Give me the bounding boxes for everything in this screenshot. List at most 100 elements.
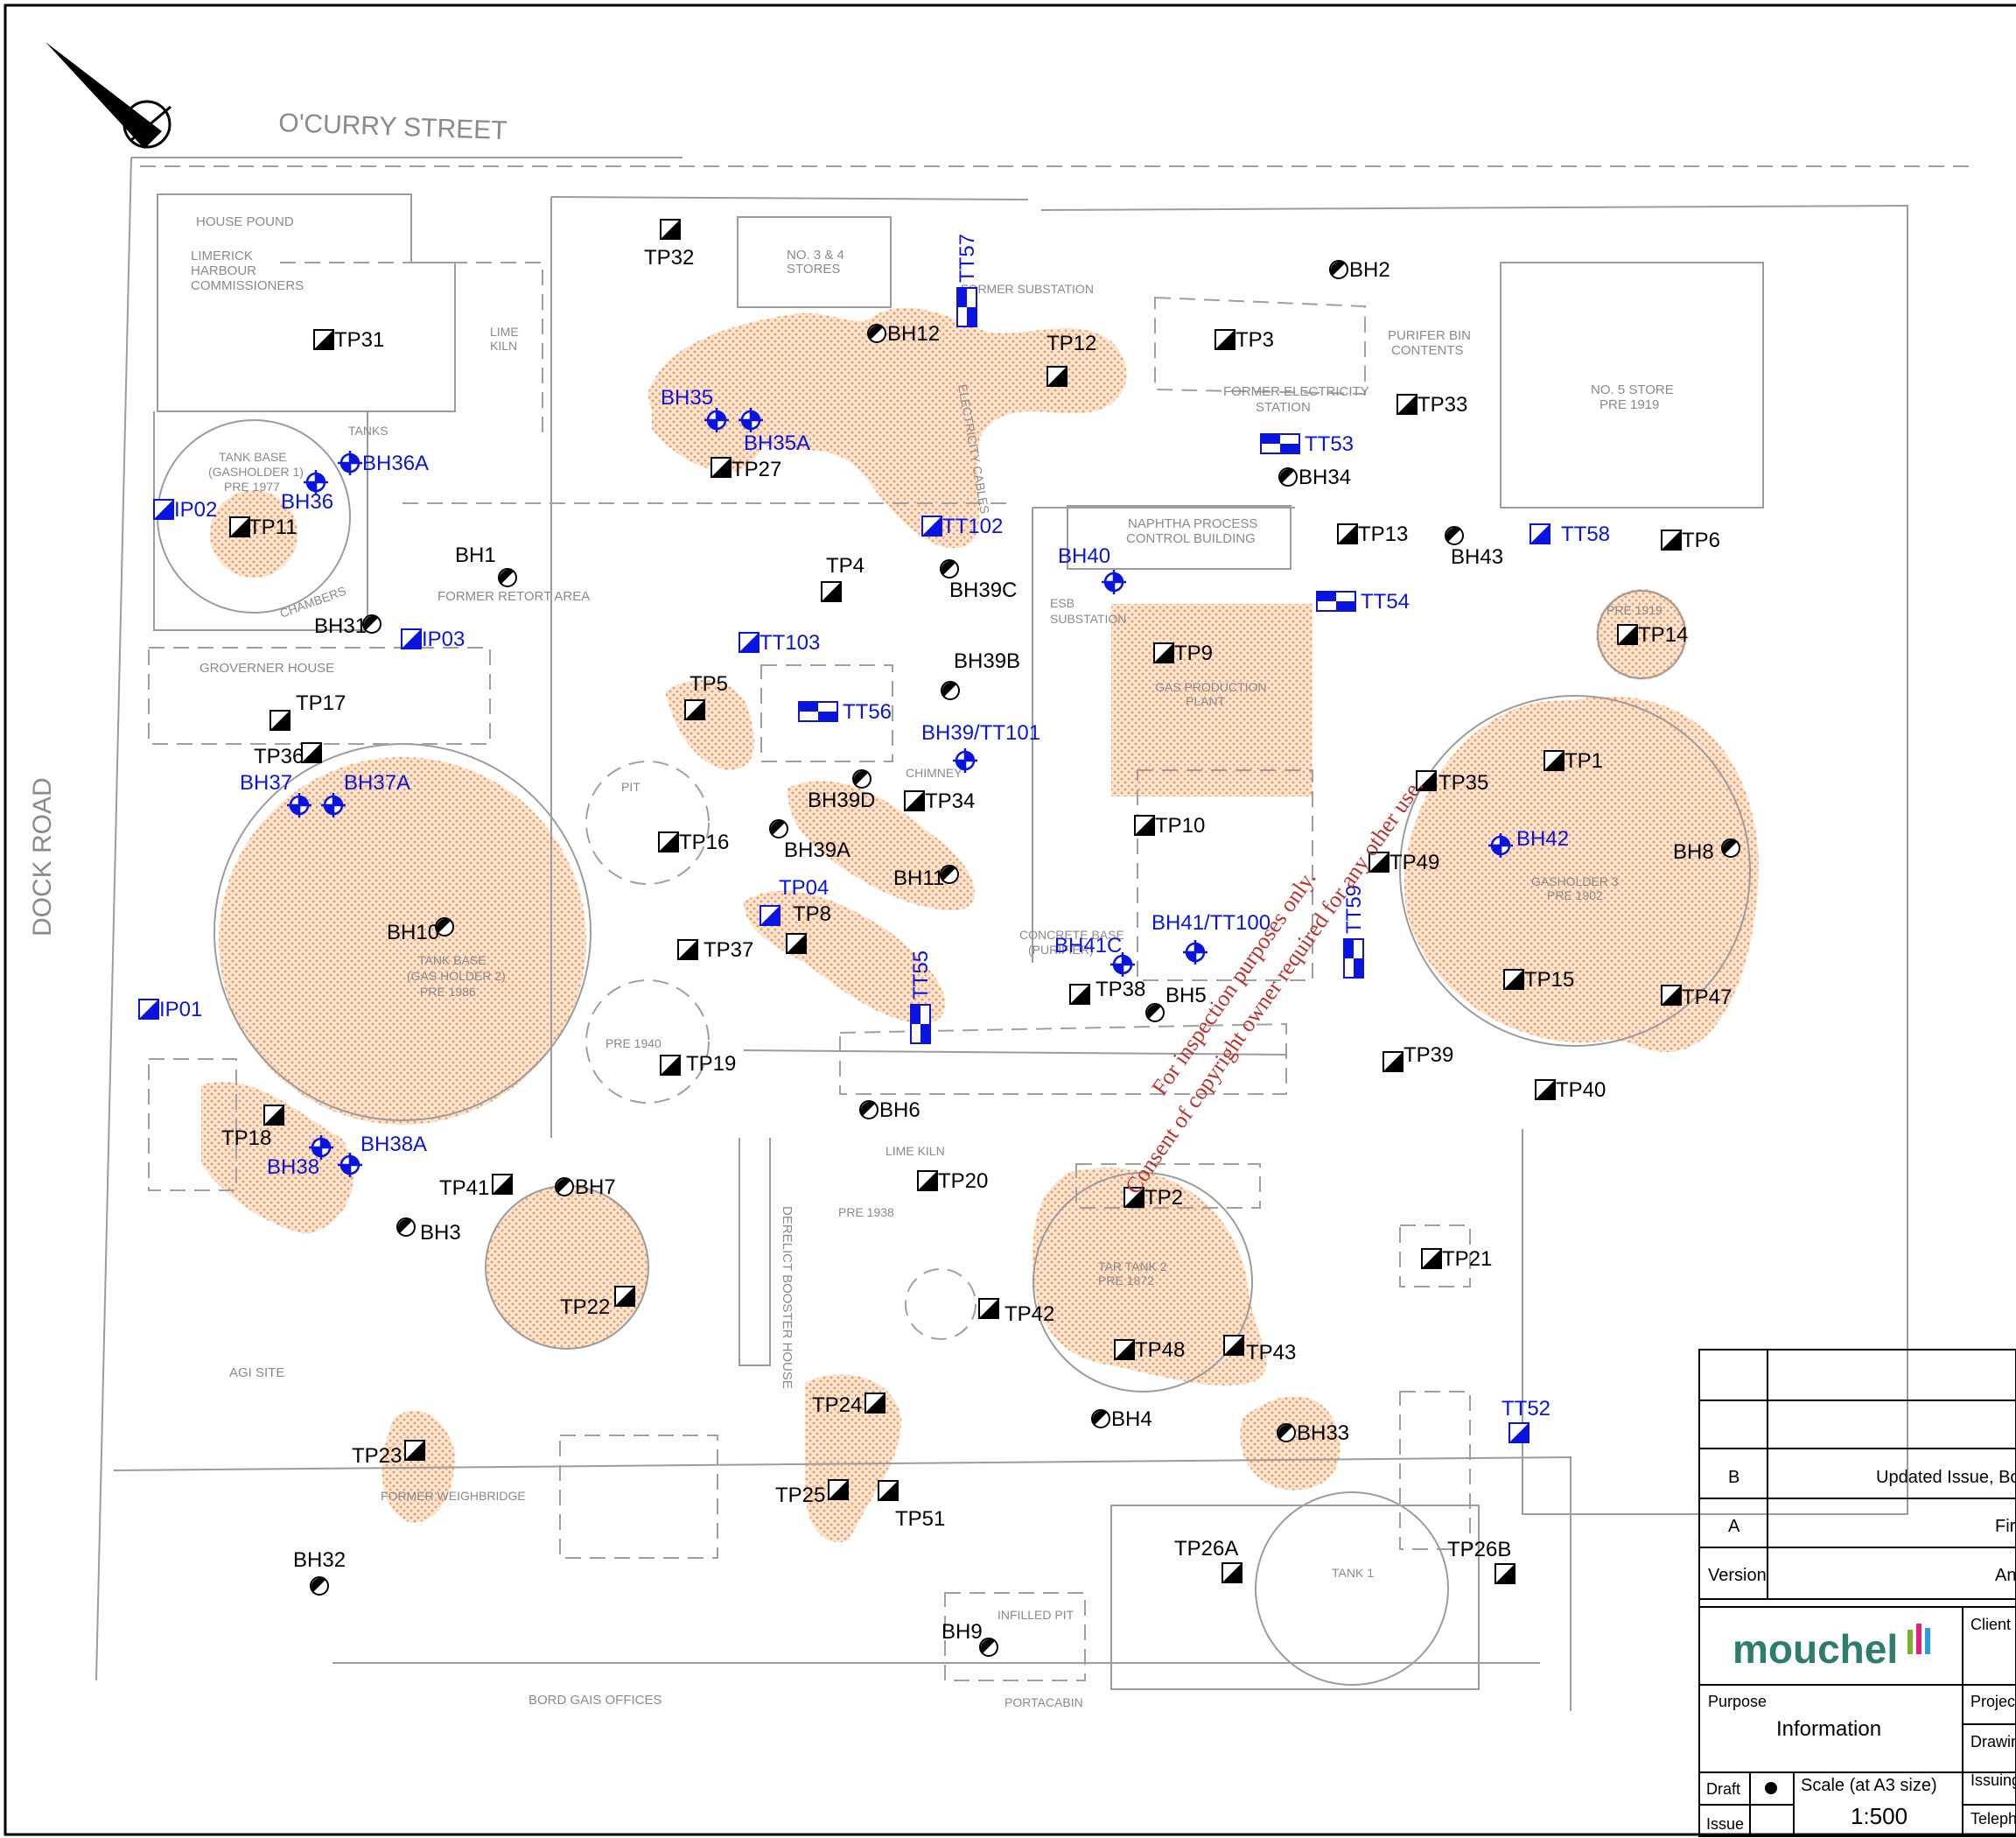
survey-point-tp24: TP24 xyxy=(812,1393,886,1417)
trial-pit-fill xyxy=(1417,771,1436,790)
survey-point-tt53: TT53 xyxy=(1260,432,1354,456)
structure-labels: O'CURRY STREET DOCK ROAD HOUSE POUND LIM… xyxy=(28,109,1674,1709)
survey-point-tp8: TP8 xyxy=(786,902,831,954)
new-borehole-fill xyxy=(1105,573,1123,591)
survey-point-ip03: IP03 xyxy=(401,628,465,651)
point-label: TP49 xyxy=(1390,851,1439,874)
point-label: TP26A xyxy=(1174,1537,1238,1561)
survey-point-bh41-tt100: BH41/TT100 xyxy=(1152,911,1270,965)
point-label: TP11 xyxy=(248,516,298,539)
inspection-pit-fill xyxy=(1509,1423,1529,1442)
point-label: TP14 xyxy=(1638,623,1688,647)
point-label: TP6 xyxy=(1682,529,1720,552)
point-label: TP8 xyxy=(793,902,831,926)
survey-point-bh10: BH10 xyxy=(387,917,454,944)
point-label: TP31 xyxy=(334,328,384,352)
point-label: BH39A xyxy=(784,838,850,862)
svg-text:PIT: PIT xyxy=(621,780,640,794)
point-label: TT59 xyxy=(1342,885,1366,934)
survey-point-bh11: BH11 xyxy=(893,865,959,890)
survey-point-bh7: BH7 xyxy=(555,1175,616,1199)
survey-point-tp10: TP10 xyxy=(1134,814,1205,838)
svg-text:TANK 1: TANK 1 xyxy=(1332,1566,1374,1580)
new-borehole-fill xyxy=(341,454,359,472)
trial-pit-fill xyxy=(1369,852,1389,872)
borehole-fill xyxy=(942,866,956,880)
point-label: TP1 xyxy=(1564,749,1603,773)
trial-trench-fill xyxy=(957,288,967,307)
survey-point-tp12: TP12 xyxy=(1046,332,1096,387)
title-block: B Updated Issue, Bore A Fir Version An m… xyxy=(1698,1349,2016,1837)
svg-text:STATION: STATION xyxy=(1256,400,1311,415)
point-label: BH5 xyxy=(1166,984,1207,1007)
trial-pit-fill xyxy=(264,1105,284,1125)
survey-point-bh39b: BH39B xyxy=(941,649,1020,700)
trial-pit-fill xyxy=(685,700,704,719)
point-label: BH40 xyxy=(1058,544,1110,568)
gasholder-3 xyxy=(1399,695,1751,1047)
inspection-pit-fill xyxy=(922,516,942,536)
survey-point-tp3: TP3 xyxy=(1214,328,1274,352)
survey-point-tp40: TP40 xyxy=(1535,1078,1606,1102)
trial-pit-fill xyxy=(678,940,697,959)
trial-pit-fill xyxy=(1544,751,1564,770)
north-arrow-icon xyxy=(46,42,172,149)
survey-point-bh38: BH38 xyxy=(267,1135,333,1179)
point-label: BH39/TT101 xyxy=(921,721,1040,745)
point-label: BH39C xyxy=(949,579,1017,602)
point-label: BH43 xyxy=(1451,545,1503,569)
survey-point-ip02: IP02 xyxy=(153,498,217,522)
point-label: TP47 xyxy=(1682,986,1732,1009)
svg-text:PRE 1986: PRE 1986 xyxy=(420,985,476,999)
survey-point-bh36: BH36 xyxy=(281,470,333,514)
trial-pit-fill xyxy=(661,220,680,239)
survey-point-tp48: TP48 xyxy=(1114,1338,1185,1362)
trial-pit-fill xyxy=(1536,1080,1555,1099)
point-label: TP51 xyxy=(895,1507,945,1531)
svg-text:DERELICT BOOSTER HOUSE: DERELICT BOOSTER HOUSE xyxy=(780,1206,794,1389)
point-label: TP48 xyxy=(1135,1338,1185,1362)
survey-point-bh1: BH1 xyxy=(455,544,517,587)
survey-point-tp33: TP33 xyxy=(1396,393,1467,417)
svg-text:NO. 3 & 4: NO. 3 & 4 xyxy=(787,248,844,263)
point-label: BH37 xyxy=(240,771,292,795)
issue-label: Issue xyxy=(1706,1815,1744,1833)
survey-point-tp42: TP42 xyxy=(978,1298,1054,1326)
point-label: BH37A xyxy=(344,771,410,795)
point-label: TP19 xyxy=(686,1052,736,1076)
point-label: TT55 xyxy=(909,951,933,1000)
point-label: BH36A xyxy=(362,452,429,475)
survey-point-bh39-tt101: BH39/TT101 xyxy=(921,721,1040,773)
inspection-pit-fill xyxy=(402,629,421,649)
trial-trench-fill xyxy=(1344,939,1354,958)
svg-text:BORD GAIS OFFICES: BORD GAIS OFFICES xyxy=(528,1693,662,1708)
survey-point-bh35a: BH35A xyxy=(738,408,810,455)
trial-pit-fill xyxy=(615,1287,634,1306)
survey-point-tp51: TP51 xyxy=(878,1480,945,1531)
borehole-fill xyxy=(941,560,956,575)
svg-text:COMMISSIONERS: COMMISSIONERS xyxy=(191,278,304,293)
point-label: TP4 xyxy=(826,554,864,578)
point-label: TP15 xyxy=(1524,968,1574,992)
trial-pit-fill xyxy=(230,517,249,537)
point-label: TP2 xyxy=(1144,1186,1183,1210)
point-label: TP42 xyxy=(1004,1302,1054,1326)
inspection-pit-fill xyxy=(1530,524,1550,544)
svg-text:AGI SITE: AGI SITE xyxy=(229,1365,284,1380)
survey-point-bh33: BH33 xyxy=(1277,1421,1349,1445)
survey-point-tp17: TP17 xyxy=(270,691,346,731)
new-borehole-fill xyxy=(325,796,342,814)
point-label: TT53 xyxy=(1305,432,1354,456)
version-label: Version xyxy=(1708,1566,1767,1585)
point-label: BH41/TT100 xyxy=(1152,911,1270,935)
borehole-fill xyxy=(556,1179,570,1193)
point-label: BH32 xyxy=(293,1548,346,1572)
survey-point-bh34: BH34 xyxy=(1278,466,1351,489)
survey-point-tp04: TP04 xyxy=(760,876,829,926)
svg-text:PURIFER BIN: PURIFER BIN xyxy=(1388,328,1471,343)
survey-point-bh37a: BH37A xyxy=(321,771,410,817)
survey-point-tp6: TP6 xyxy=(1661,529,1720,552)
point-label: TT52 xyxy=(1502,1397,1550,1421)
point-label: TP25 xyxy=(775,1484,825,1507)
svg-text:KILN: KILN xyxy=(490,339,517,353)
